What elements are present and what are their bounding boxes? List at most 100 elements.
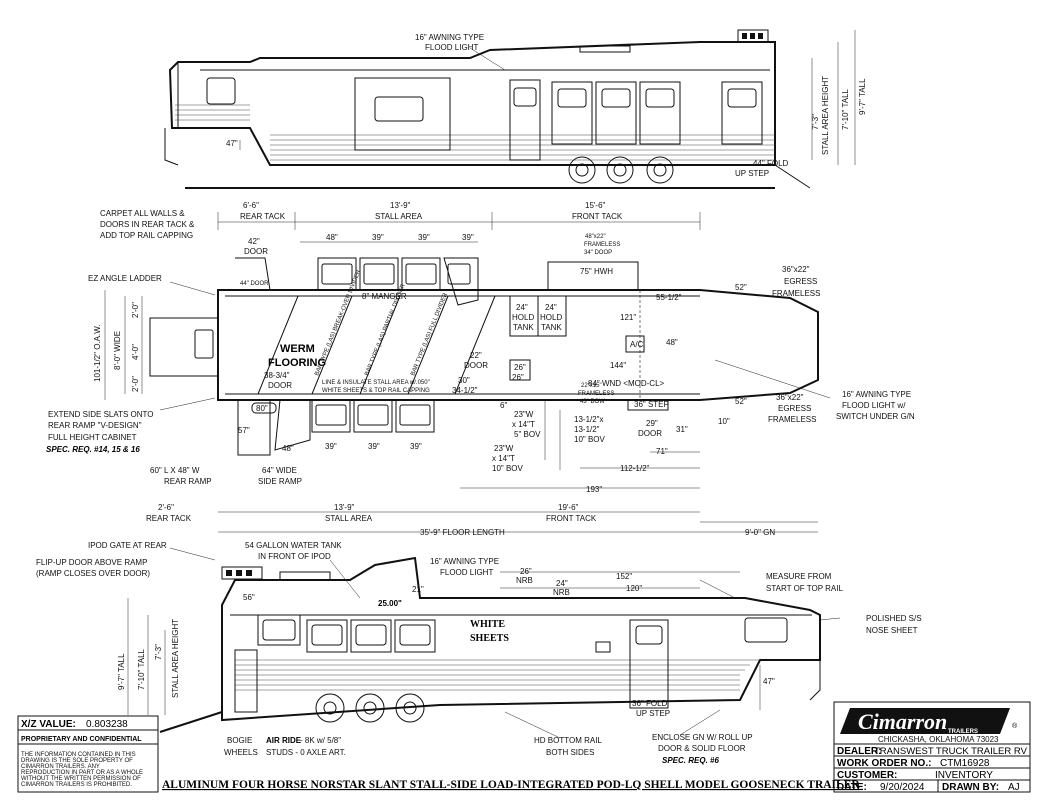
- dealer-label: DEALER:: [837, 746, 881, 757]
- bot-rear-tack: REAR TACK: [146, 514, 192, 523]
- stall-top-w-3: 39": [418, 233, 430, 242]
- hold-2b: HOLD: [540, 313, 562, 322]
- dim-56: 56": [243, 593, 255, 602]
- dim-31: 31": [676, 425, 688, 434]
- floor-length: 35'-9" FLOOR LENGTH: [420, 528, 505, 537]
- egress-2c: FRAMELESS: [768, 415, 816, 424]
- stall-top-w-1: 48": [326, 233, 338, 242]
- wnd-small-2: FRAMELESS: [578, 391, 614, 397]
- tank-1312-1: 13-1/2"x: [574, 415, 604, 424]
- flooring-1: WERM: [280, 343, 315, 355]
- tank-23b-3: 10" BOV: [492, 464, 524, 473]
- extend-slats-2: REAR RAMP "V-DESIGN": [48, 421, 142, 430]
- tank-1312-2: 13-1/2": [574, 425, 600, 434]
- bot-dim-26: 2'-6": [158, 503, 174, 512]
- enclose-2: DOOR & SOLID FLOOR: [658, 744, 746, 753]
- door-29-a: 29": [646, 419, 658, 428]
- nrb-24-a: 24": [556, 579, 568, 588]
- stall-bot-w-1: 48": [282, 444, 294, 453]
- dim-3412: 34-1/2": [452, 386, 478, 395]
- side-ramp-1: 64" WIDE: [262, 466, 297, 475]
- dim-26b: 26": [512, 373, 524, 382]
- top-fold-step-1: 44" FOLD: [753, 159, 789, 168]
- tank-23a-2: x 14"T: [512, 420, 535, 429]
- tank-23b-2: x 14"T: [492, 454, 515, 463]
- measure-2: START OF TOP RAIL: [766, 584, 843, 593]
- dim-52b: 52": [735, 397, 747, 406]
- enclose-1: ENCLOSE GN W/ ROLL UP: [652, 733, 753, 742]
- water-tank-2: IN FRONT OF IPOD: [258, 552, 331, 561]
- extend-slats-3: FULL HEIGHT CABINET: [48, 433, 137, 442]
- side-fold-2: UP STEP: [636, 709, 670, 718]
- carpet-note-1: CARPET ALL WALLS &: [100, 209, 185, 218]
- egress-1a: 36"x22": [782, 265, 810, 274]
- side-awning-2: FLOOD LIGHT: [440, 568, 493, 577]
- hold-2c: TANK: [541, 323, 562, 332]
- rear-ramp-2: REAR RAMP: [164, 477, 212, 486]
- hwh: 75" HWH: [580, 267, 613, 276]
- plan-dim-66: 6'-6": [243, 201, 259, 210]
- flip-up-2: (RAMP CLOSES OVER DOOR): [36, 569, 150, 578]
- spec-req-1: SPEC. REQ. #14, 15 & 16: [46, 445, 140, 454]
- wnd-small-1: 22"x15": [581, 383, 602, 389]
- dim-30: 30": [458, 376, 470, 385]
- extend-slats-1: EXTEND SIDE SLATS ONTO: [48, 410, 154, 419]
- gn-dim: 9'-0" GN: [745, 528, 775, 537]
- drawn-by-label: DRAWN BY:: [942, 782, 999, 793]
- carpet-note-2: DOORS IN REAR TACK &: [100, 220, 195, 229]
- hold-1b: HOLD: [512, 313, 534, 322]
- top-awning-label-2: FLOOD LIGHT: [425, 43, 478, 52]
- divider-3: BAR TYPE (LAS) FULL DIVIDER: [410, 292, 449, 377]
- line-insulate-2: WHITE SHEETS & TOP RAIL CAPPING: [322, 388, 430, 394]
- bot-front-tack: FRONT TACK: [546, 514, 597, 523]
- date-label: DATE:: [837, 782, 867, 793]
- wnd-sld-2: FRAMELESS: [584, 242, 620, 248]
- door-3834-b: DOOR: [268, 381, 292, 390]
- location: CHICKASHA, OKLAHOMA 73023: [878, 735, 999, 744]
- top-dim-47: 47": [226, 139, 238, 148]
- line-insulate-1: LINE & INSULATE STALL AREA w/.050": [322, 380, 430, 386]
- dim-40: 4'-0": [131, 344, 140, 360]
- egress-2a: 36"x22": [776, 393, 804, 402]
- top-height-4: 9'-7" TALL: [858, 78, 867, 115]
- bot-dim-139: 13'-9": [334, 503, 355, 512]
- ac-label: A/C: [630, 340, 644, 349]
- side-ramp-2: SIDE RAMP: [258, 477, 302, 486]
- logo-sub: TRAILERS: [948, 729, 978, 735]
- door-22-b: DOOR: [464, 361, 488, 370]
- xz-label: X/Z VALUE:: [21, 719, 76, 730]
- water-tank-1: 54 GALLON WATER TANK: [245, 541, 342, 550]
- plan-dim-rear-tack: REAR TACK: [240, 212, 286, 221]
- egress-1c: FRAMELESS: [772, 289, 820, 298]
- dim-144: 144": [610, 361, 626, 370]
- bot-stall-area: STALL AREA: [325, 514, 373, 523]
- ipod-gate: IPOD GATE AT REAR: [88, 541, 167, 550]
- white-sheets-1: WHITE: [470, 619, 505, 630]
- side-height-1: 9'-7" TALL: [117, 653, 126, 690]
- door-42-a: 42": [248, 237, 260, 246]
- customer-label: CUSTOMER:: [837, 770, 897, 781]
- dim-48: 48": [666, 338, 678, 347]
- dim-2500: 25.00": [378, 599, 402, 608]
- top-elevation-view: [164, 29, 856, 189]
- measure-1: MEASURE FROM: [766, 572, 832, 581]
- ez-ladder: EZ ANGLE LADDER: [88, 274, 162, 283]
- divider-1: BAR TYPE (LAS) BREAK-OVER DIVIDER: [314, 269, 362, 377]
- nrb-24-b: NRB: [553, 588, 570, 597]
- bogie-2: WHEELS: [224, 748, 258, 757]
- plan-dim-stall-area: STALL AREA: [375, 212, 423, 221]
- hold-2a: 24": [545, 303, 557, 312]
- plan-dim-139: 13'-9": [390, 201, 411, 210]
- polished-2: NOSE SHEET: [866, 626, 918, 635]
- bot-dim-196: 19'-6": [558, 503, 579, 512]
- awning-switch-1: 16" AWNING TYPE: [842, 390, 911, 399]
- plan-dim-156: 15'-6": [585, 201, 606, 210]
- awning-switch-3: SWITCH UNDER G/N: [836, 412, 915, 421]
- bogie-1: BOGIE: [227, 736, 252, 745]
- white-sheets-2: SHEETS: [470, 633, 509, 644]
- top-height-1: 7'-3": [811, 114, 820, 130]
- dim-20a: 2'-0": [131, 302, 140, 318]
- hold-1c: TANK: [513, 323, 534, 332]
- stall-bot-w-3: 39": [368, 442, 380, 451]
- door-42-b: DOOR: [244, 247, 268, 256]
